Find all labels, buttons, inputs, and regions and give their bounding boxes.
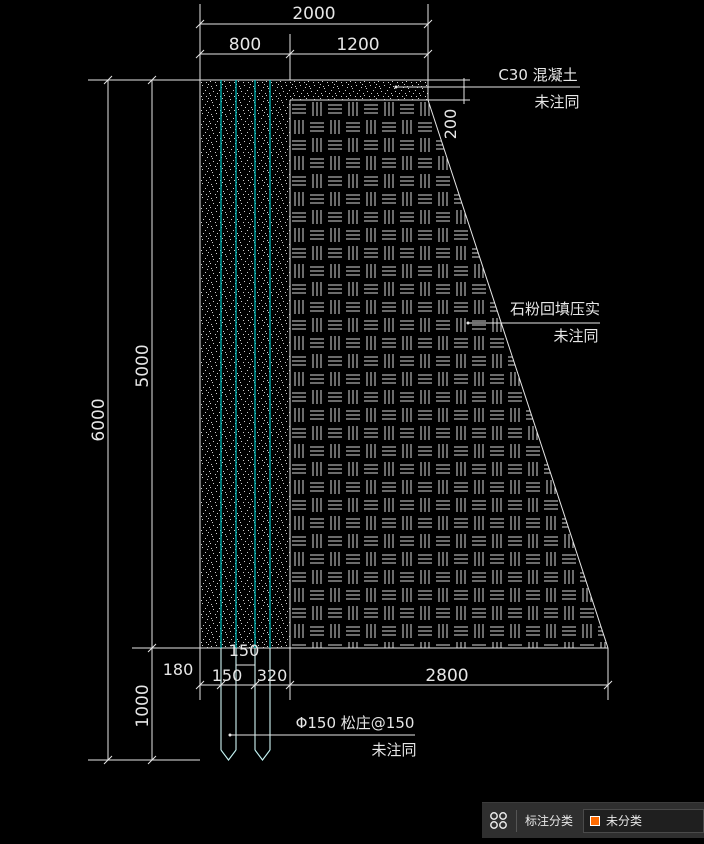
annotation-status-bar: 标注分类 未分类: [482, 802, 704, 838]
layer-color-swatch: [590, 815, 601, 826]
retaining-wall-structure: [199, 79, 609, 649]
dimension-lines: [88, 4, 613, 765]
dim-top-total[interactable]: 2000: [292, 4, 335, 24]
concrete-top-slab: [290, 80, 428, 100]
dim-bottom-width[interactable]: 2800: [425, 666, 468, 686]
leader-lines: [230, 86, 600, 736]
concrete-leader-dot: [394, 85, 398, 89]
pine-piles: [220, 80, 271, 761]
annotation-category-label: 标注分类: [525, 814, 574, 828]
dim-bottom-a[interactable]: 150: [212, 666, 243, 685]
dim-top-right[interactable]: 1200: [336, 35, 379, 55]
dim-pile-embed[interactable]: 1000: [133, 684, 153, 727]
dim-pile-gap[interactable]: 150: [229, 641, 260, 660]
dim-bottom-b[interactable]: 320: [257, 666, 288, 685]
fill-leader-dot: [466, 321, 470, 325]
backfill-slope-line: [427, 99, 609, 649]
stone-powder-backfill: [290, 100, 608, 648]
pile-label-note[interactable]: 未注同: [371, 741, 416, 759]
dim-wall-height[interactable]: 5000: [133, 344, 153, 387]
backfill-label[interactable]: 石粉回填压实: [510, 300, 600, 318]
concrete-label-note[interactable]: 未注同: [534, 93, 579, 111]
wall-outline: [200, 79, 429, 101]
dim-overall-height[interactable]: 6000: [89, 398, 109, 441]
status-separator: [516, 809, 517, 832]
dim-slab-thickness[interactable]: 200: [441, 109, 460, 140]
backfill-label-note[interactable]: 未注同: [553, 327, 598, 345]
pile-leader-dot: [228, 733, 232, 737]
annotation-scale-icon[interactable]: [482, 803, 516, 839]
dim-top-left[interactable]: 800: [229, 35, 261, 55]
concrete-label[interactable]: C30 混凝土: [498, 66, 577, 84]
dim-base-step[interactable]: 180: [163, 660, 194, 679]
concrete-wall-section: [200, 80, 290, 648]
layer-dropdown[interactable]: 未分类: [583, 808, 704, 833]
layer-name: 未分类: [606, 814, 643, 828]
pile-label[interactable]: Φ150 松庄@150: [296, 714, 415, 732]
